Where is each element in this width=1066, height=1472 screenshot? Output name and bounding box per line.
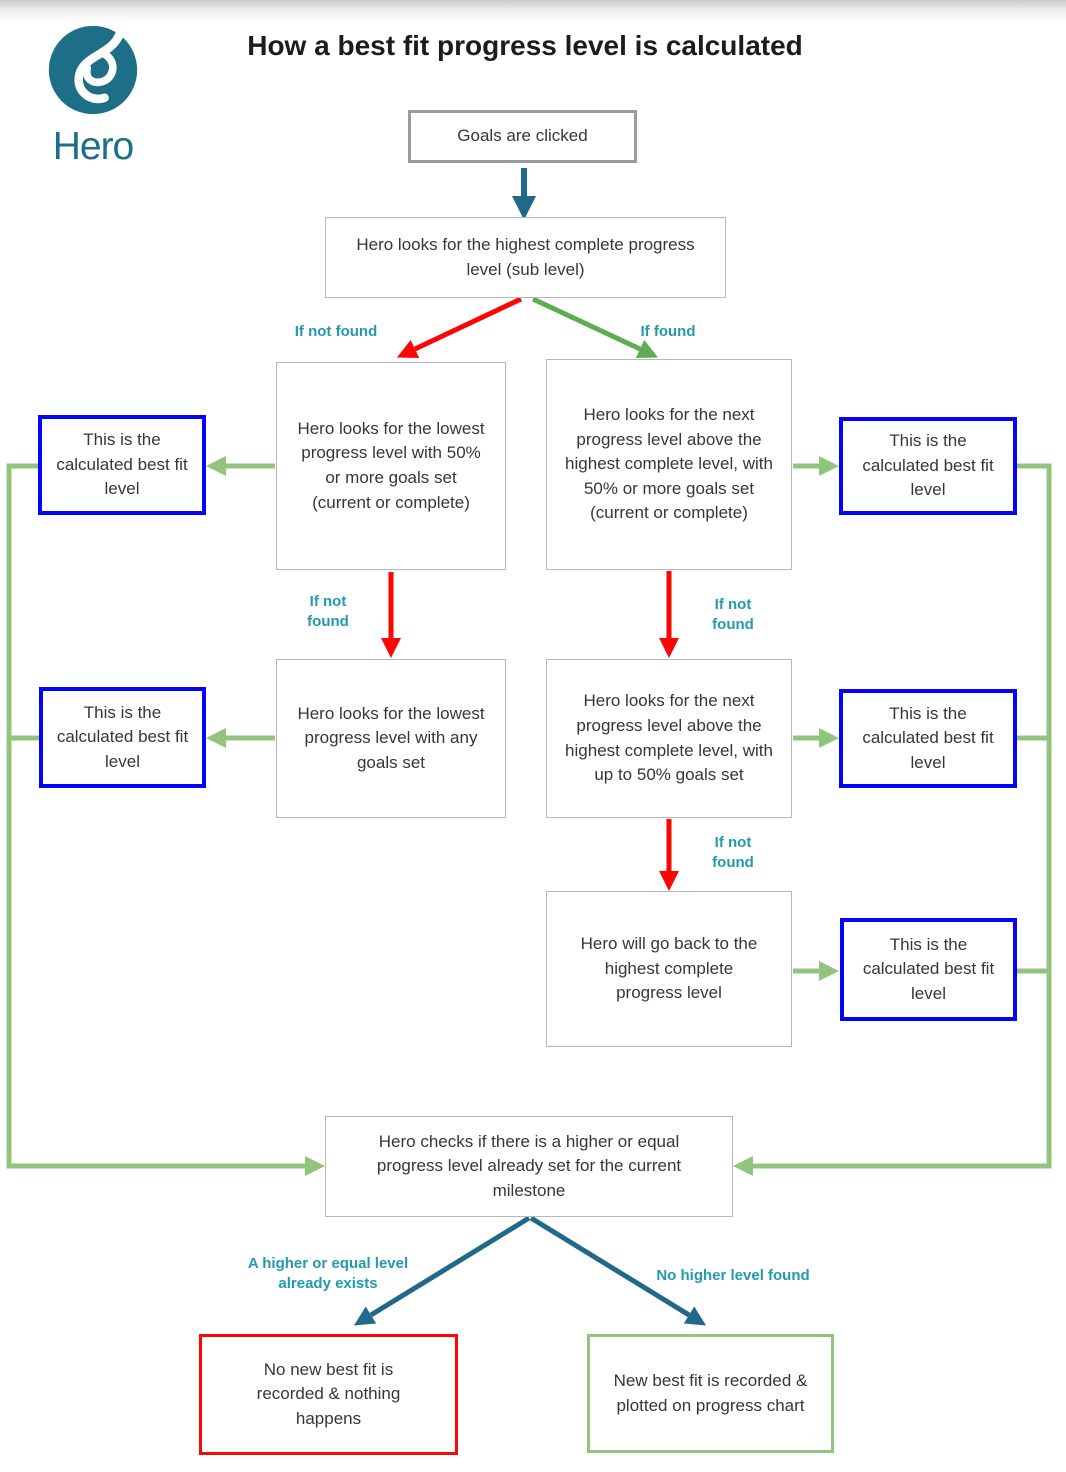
edge-label-if-not-found-4: If not found xyxy=(712,834,754,871)
node-lowest-50: Hero looks for the lowest progress level… xyxy=(276,362,506,570)
edge-label-if-not-found-2: If not found xyxy=(307,593,349,630)
hero-logo: Hero xyxy=(38,22,148,169)
best-fit-text: This is the calculated best fit level xyxy=(862,431,994,500)
page-title: How a best fit progress level is calcula… xyxy=(247,30,803,61)
best-fit-box-left-2: This is the calculated best fit level xyxy=(39,687,206,788)
node-next-above-50: Hero looks for the next progress level a… xyxy=(546,359,792,570)
arrow-if-found-diag xyxy=(531,296,659,359)
node-go-back: Hero will go back to the highest complet… xyxy=(546,891,792,1047)
node-new-best-fit-text: New best fit is recorded & plotted on pr… xyxy=(613,1370,808,1415)
best-fit-box-left-1: This is the calculated best fit level xyxy=(38,415,206,515)
best-fit-text: This is the calculated best fit level xyxy=(862,703,994,772)
hero-logo-icon xyxy=(48,25,138,115)
node-check-higher: Hero checks if there is a higher or equa… xyxy=(325,1116,733,1217)
best-fit-text: This is the calculated best fit level xyxy=(862,934,995,1003)
best-fit-box-right-1: This is the calculated best fit level xyxy=(839,417,1017,515)
node-no-new-best-fit-text: No new best fit is recorded & nothing ha… xyxy=(256,1359,401,1428)
arrow-if-not-found-diag xyxy=(396,296,523,359)
node-find-highest-complete-text: Hero looks for the highest complete prog… xyxy=(356,234,695,279)
edge-label-if-not-found-3: If not found xyxy=(712,596,754,633)
node-goals-clicked-text: Goals are clicked xyxy=(457,126,588,146)
node-new-best-fit: New best fit is recorded & plotted on pr… xyxy=(587,1334,834,1453)
node-next-above-50-text: Hero looks for the next progress level a… xyxy=(565,404,773,523)
node-lowest-50-text: Hero looks for the lowest progress level… xyxy=(297,418,485,512)
node-lowest-any: Hero looks for the lowest progress level… xyxy=(276,659,506,818)
node-goals-clicked: Goals are clicked xyxy=(408,110,637,163)
best-fit-text: This is the calculated best fit level xyxy=(56,430,188,499)
best-fit-text: This is the calculated best fit level xyxy=(56,702,189,771)
connector-right-to-check xyxy=(733,463,1052,1176)
connector-left-to-check xyxy=(6,463,325,1176)
edge-label-higher-exists: A higher or equal level already exists xyxy=(247,1255,409,1292)
edge-label-if-not-found-1: If not found xyxy=(294,323,378,340)
node-no-new-best-fit: No new best fit is recorded & nothing ha… xyxy=(199,1334,458,1455)
brand-wordmark: Hero xyxy=(52,125,135,168)
node-next-above-upto50: Hero looks for the next progress level a… xyxy=(546,659,792,818)
node-lowest-any-text: Hero looks for the lowest progress level… xyxy=(297,703,485,772)
edge-label-no-higher-found: No higher level found xyxy=(656,1267,810,1284)
node-go-back-text: Hero will go back to the highest complet… xyxy=(580,934,758,1003)
best-fit-box-right-2: This is the calculated best fit level xyxy=(839,689,1017,788)
arrow-check-to-nonew xyxy=(353,1215,531,1326)
edge-label-if-found: If found xyxy=(640,323,696,340)
page-top-gradient xyxy=(0,0,1066,22)
best-fit-box-right-3: This is the calculated best fit level xyxy=(840,918,1017,1021)
node-find-highest-complete: Hero looks for the highest complete prog… xyxy=(325,217,726,298)
node-next-above-upto50-text: Hero looks for the next progress level a… xyxy=(565,691,773,785)
arrow-check-to-newfit xyxy=(529,1215,707,1326)
node-check-higher-text: Hero checks if there is a higher or equa… xyxy=(376,1131,682,1200)
